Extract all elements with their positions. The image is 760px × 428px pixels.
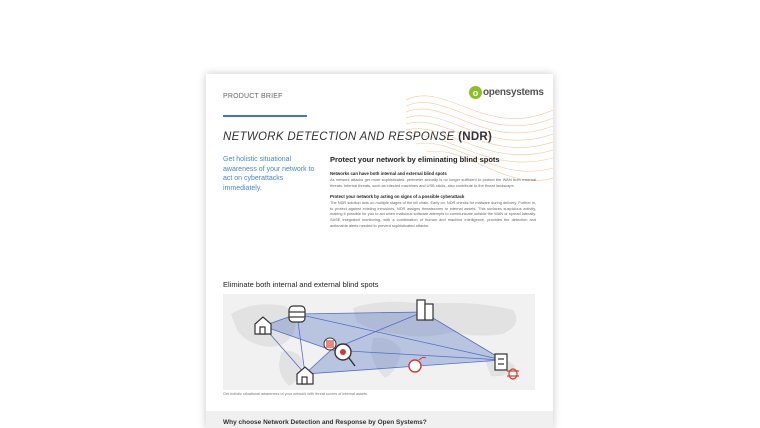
eyebrow-divider [223,115,307,117]
home-icon [254,316,272,335]
bug-icon [507,368,519,380]
block-heading: Networks can have both internal and exte… [330,171,447,176]
map-caption: Get holistic situational awareness of yo… [223,392,368,396]
decorative-waves [406,95,553,181]
document-page: PRODUCT BRIEF o opensystems NETWORK DETE… [206,74,553,428]
malware-icon [323,337,337,351]
block-body: As network attacks get more sophisticate… [330,177,536,188]
product-brief-label: PRODUCT BRIEF [223,93,283,100]
open-systems-logo: o opensystems [469,86,544,99]
office-building-icon [416,299,434,321]
block-heading: Protect your network by acting on signs … [330,194,465,200]
body-column: Protect your network by eliminating blin… [330,155,536,234]
section-heading: Protect your network by eliminating blin… [330,155,500,164]
bug-search-icon [334,343,356,367]
network-map [223,294,535,390]
map-section-title: Eliminate both internal and external bli… [223,280,379,289]
lead-statement: Get holistic situational awareness of yo… [223,156,315,192]
server-icon [494,353,508,371]
home-icon [296,366,314,385]
footer-band: Why choose Network Detection and Respons… [206,411,553,428]
document-title-abbr: (NDR) [458,131,493,143]
document-title-main: NETWORK DETECTION AND RESPONSE [223,131,455,143]
block-body: The NDR solution acts on multiple stages… [330,200,536,228]
document-title: NETWORK DETECTION AND RESPONSE (NDR) [223,131,492,143]
logo-mark: o [469,86,482,99]
footer-section-title: Why choose Network Detection and Respons… [223,419,427,426]
logo-wordmark: opensystems [483,87,544,98]
bomb-icon [408,356,427,373]
database-icon [288,305,306,323]
